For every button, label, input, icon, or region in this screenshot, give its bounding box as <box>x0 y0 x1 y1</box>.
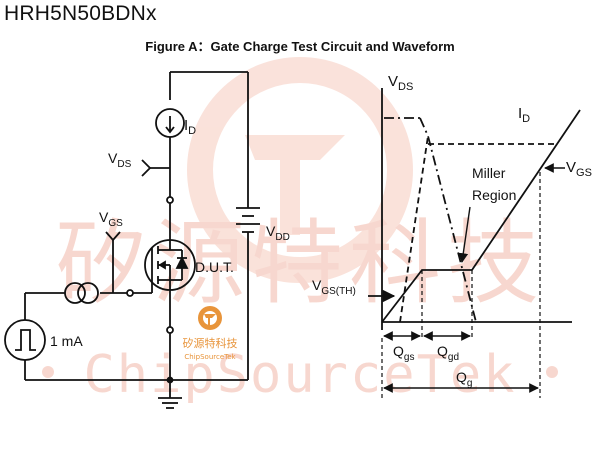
vgs-waveform <box>381 109 581 323</box>
watermark-ring <box>187 57 413 283</box>
circuit-vgs-label: VGS <box>99 209 123 229</box>
waveform-id-label: ID <box>518 105 530 125</box>
drain-node <box>166 196 174 204</box>
watermark-dot-left <box>42 366 54 378</box>
pulse-waveform-icon <box>15 329 36 351</box>
gate-node <box>126 289 134 297</box>
gate-charge-waveform <box>368 88 581 398</box>
watermark-dot-right <box>546 366 558 378</box>
watermark-cn-text: 矽源特科技 <box>55 210 545 317</box>
watermark-logo-mark <box>245 135 345 235</box>
diode-triangle <box>175 255 189 269</box>
mosfet-arrow <box>158 260 166 270</box>
waveform-vds-label: VDS <box>388 73 413 93</box>
gate-current-source-b <box>77 282 99 304</box>
logo-cn-text: 矽源特科技 <box>183 336 238 350</box>
circuit-vdd-label: VDD <box>266 223 290 243</box>
watermark: 矽源特科技 ChipSourceTek <box>42 57 558 405</box>
miller-region-arrow <box>458 206 471 263</box>
figure-title: Figure A：Gate Charge Test Circuit and Wa… <box>145 39 455 54</box>
vgs-probe-terminal <box>105 231 121 242</box>
qgd-label: Qgd <box>437 343 459 363</box>
ground-junction <box>166 376 174 384</box>
id-rise-line <box>399 135 429 323</box>
miller-label-line1: Miller <box>472 165 506 181</box>
dut-label: D.U.T. <box>195 259 234 275</box>
vds-probe-terminal <box>141 159 152 177</box>
vgs-th-label: VGS(TH) <box>312 277 356 297</box>
qg-label: Qg <box>456 369 472 389</box>
part-number: HRH5N50BDNx <box>4 2 157 25</box>
watermark-en-text: ChipSourceTek <box>84 345 517 405</box>
logo-mark <box>204 314 216 325</box>
source-node <box>166 326 174 334</box>
pulse-label: 1 mA <box>50 333 83 349</box>
chipsourcetek-logo: 矽源特科技 ChipSourceTek <box>183 306 238 361</box>
current-source-label: ID <box>184 117 196 137</box>
current-source-arrow-head <box>165 126 175 134</box>
test-circuit <box>4 71 260 409</box>
logo-en-text: ChipSourceTek <box>184 353 236 361</box>
waveform-vgs-label: VGS <box>566 159 592 179</box>
miller-label-line2: Region <box>472 187 516 203</box>
qgs-label: Qgs <box>393 343 414 363</box>
pulse-generator-symbol <box>4 319 46 361</box>
circuit-vds-label: VDS <box>108 150 132 170</box>
